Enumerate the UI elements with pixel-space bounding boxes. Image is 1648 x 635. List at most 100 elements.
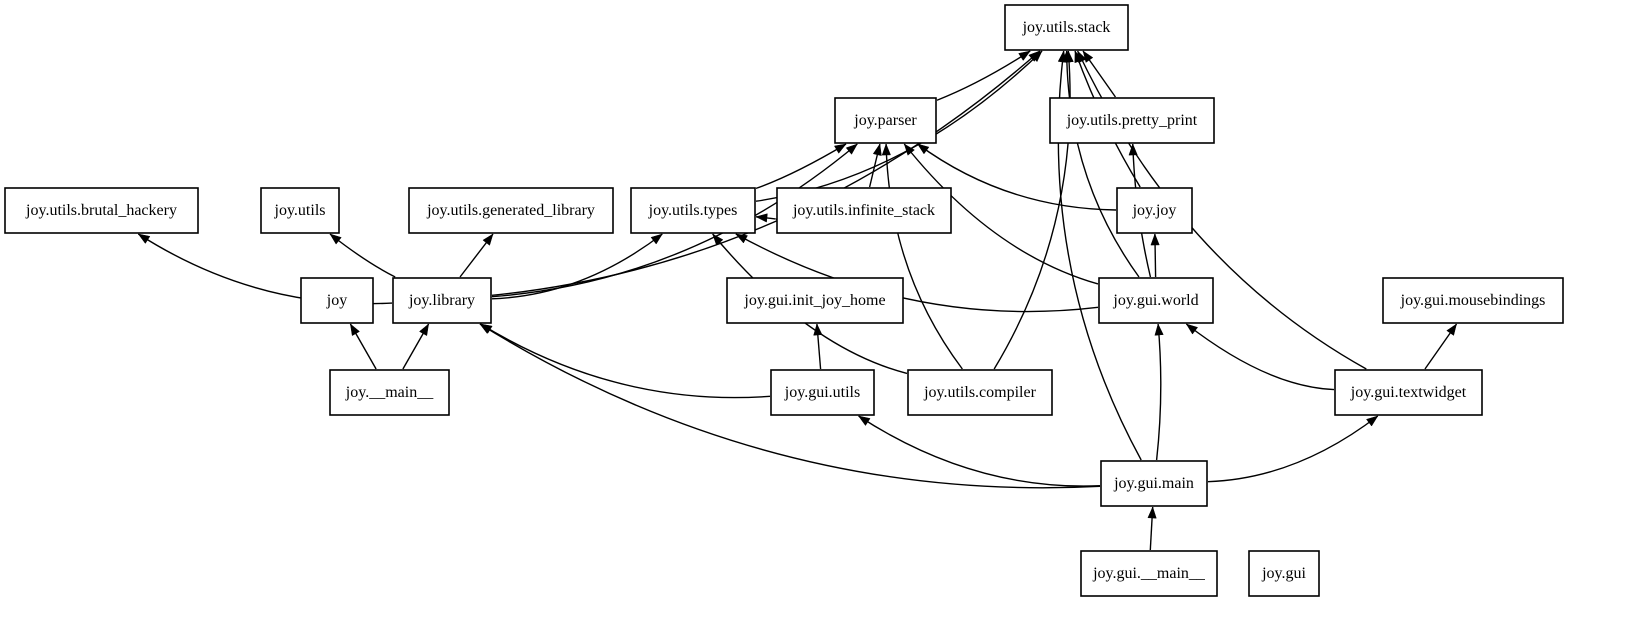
node-box[interactable] <box>1334 369 1483 416</box>
edge-joy.parser-to-joy.utils.stack <box>936 50 1031 101</box>
graph-node[interactable]: joy.__main__ <box>329 369 450 416</box>
node-box[interactable] <box>300 277 374 324</box>
node-box[interactable] <box>834 97 937 144</box>
node-box[interactable] <box>1116 187 1193 234</box>
node-label: joy.utils.types <box>648 202 738 219</box>
arrowhead-icon <box>1077 50 1087 64</box>
node-box[interactable] <box>907 369 1053 416</box>
arrowhead-icon <box>712 233 724 246</box>
edge-joy.library-to-joy.utils.types <box>491 233 663 300</box>
node-label: joy.utils.compiler <box>923 384 1037 401</box>
arrowhead-icon <box>329 233 342 245</box>
node-box[interactable] <box>1049 97 1215 144</box>
graph-node[interactable]: joy.gui.init_joy_home <box>726 277 904 324</box>
arrowhead-icon <box>1185 323 1199 335</box>
arrowhead-icon <box>916 143 930 155</box>
edge-joy.gui.world-to-joy.utils.types <box>735 233 1099 313</box>
edge-joy.gui.main-to-joy.gui.world <box>1155 323 1162 461</box>
node-box[interactable] <box>776 187 952 234</box>
edge-joy.utils.compiler-to-joy.parser <box>885 143 963 370</box>
node-box[interactable] <box>1080 550 1218 597</box>
arrowhead-icon <box>1154 323 1164 336</box>
graph-node[interactable]: joy.utils.stack <box>1004 4 1129 51</box>
graph-node[interactable]: joy.utils.types <box>630 187 756 234</box>
graph-node[interactable]: joy.gui.__main__ <box>1080 550 1218 597</box>
arrowhead-icon <box>1150 233 1160 246</box>
edge-joy.gui.main-to-joy.gui.utils <box>858 415 1101 487</box>
arrowhead-icon <box>479 323 492 334</box>
node-box[interactable] <box>329 369 450 416</box>
arrowhead-icon <box>350 323 360 337</box>
arrowhead-icon <box>419 323 429 337</box>
graph-node[interactable]: joy.utils.generated_library <box>408 187 614 234</box>
node-label: joy.gui.__main__ <box>1092 565 1206 582</box>
node-box[interactable] <box>408 187 614 234</box>
graph-node[interactable]: joy.library <box>392 277 492 324</box>
arrowhead-icon <box>1082 50 1094 63</box>
edge-joy.gui.world-to-joy.utils.stack <box>1065 50 1140 278</box>
edge-joy.gui.utils-to-joy.library <box>480 323 771 399</box>
arrowhead-icon <box>813 323 823 336</box>
graph-node[interactable]: joy.gui.mousebindings <box>1382 277 1564 324</box>
arrowhead-icon <box>872 143 882 157</box>
node-box[interactable] <box>392 277 492 324</box>
node-label: joy.utils.generated_library <box>426 202 595 219</box>
node-label: joy.gui <box>1261 565 1306 582</box>
arrowhead-icon <box>650 233 663 245</box>
arrowhead-icon <box>1064 50 1074 63</box>
graph-node[interactable]: joy.gui.textwidget <box>1334 369 1483 416</box>
graph-node[interactable]: joy.utils.compiler <box>907 369 1053 416</box>
arrowhead-icon <box>845 143 858 155</box>
node-box[interactable] <box>1004 4 1129 51</box>
edge-joy.utils.compiler-to-joy.utils.stack <box>993 50 1071 370</box>
node-label: joy.parser <box>853 112 917 129</box>
node-box[interactable] <box>770 369 875 416</box>
edge-joy.gui.main-to-joy.gui.textwidget <box>1207 415 1379 483</box>
node-box[interactable] <box>726 277 904 324</box>
node-label: joy.gui.world <box>1112 292 1198 309</box>
node-label: joy.gui.utils <box>784 384 860 401</box>
node-label: joy.utils.infinite_stack <box>792 202 935 219</box>
graph-node[interactable]: joy.gui.utils <box>770 369 875 416</box>
arrowhead-icon <box>1366 415 1379 427</box>
node-label: joy.joy <box>1132 202 1177 219</box>
graph-node[interactable]: joy.utils.brutal_hackery <box>4 187 199 234</box>
node-label: joy.utils.brutal_hackery <box>25 202 177 219</box>
node-label: joy.utils <box>274 202 326 219</box>
graph-node[interactable]: joy <box>300 277 374 324</box>
arrowhead-icon <box>482 233 494 246</box>
node-box[interactable] <box>260 187 340 234</box>
node-label: joy.gui.init_joy_home <box>743 292 885 309</box>
node-box[interactable] <box>1098 277 1214 324</box>
node-box[interactable] <box>1382 277 1564 324</box>
edge-joy.library-to-joy.utils <box>329 233 396 278</box>
arrowhead-icon <box>903 143 915 156</box>
edge-joy.library-to-joy.utils.stack <box>491 50 1041 297</box>
node-label: joy <box>326 292 347 309</box>
arrowhead-icon <box>735 233 748 244</box>
graph-node[interactable]: joy.utils.pretty_print <box>1049 97 1215 144</box>
node-label: joy.__main__ <box>345 384 434 401</box>
node-box[interactable] <box>1248 550 1320 597</box>
edge-joy.utils.types-to-joy.parser <box>755 143 847 190</box>
graph-node[interactable]: joy.gui.world <box>1098 277 1214 324</box>
arrowhead-icon <box>755 213 768 223</box>
node-box[interactable] <box>630 187 756 234</box>
arrowhead-icon <box>834 143 847 154</box>
edge-joy.joy-to-joy.parser <box>917 143 1117 211</box>
arrowhead-icon <box>1147 506 1157 519</box>
graph-node[interactable]: joy.joy <box>1116 187 1193 234</box>
graph-node[interactable]: joy.utils <box>260 187 340 234</box>
graph-node[interactable]: joy.parser <box>834 97 937 144</box>
arrowhead-icon <box>881 143 891 156</box>
edge-joy.gui.main-to-joy.library <box>479 323 1101 489</box>
graph-node[interactable]: joy.gui.main <box>1100 460 1208 507</box>
graph-node[interactable]: joy.gui <box>1248 550 1320 597</box>
node-label: joy.gui.textwidget <box>1350 384 1467 401</box>
node-box[interactable] <box>4 187 199 234</box>
arrowhead-icon <box>1018 50 1031 61</box>
node-box[interactable] <box>1100 460 1208 507</box>
graph-node[interactable]: joy.utils.infinite_stack <box>776 187 952 234</box>
